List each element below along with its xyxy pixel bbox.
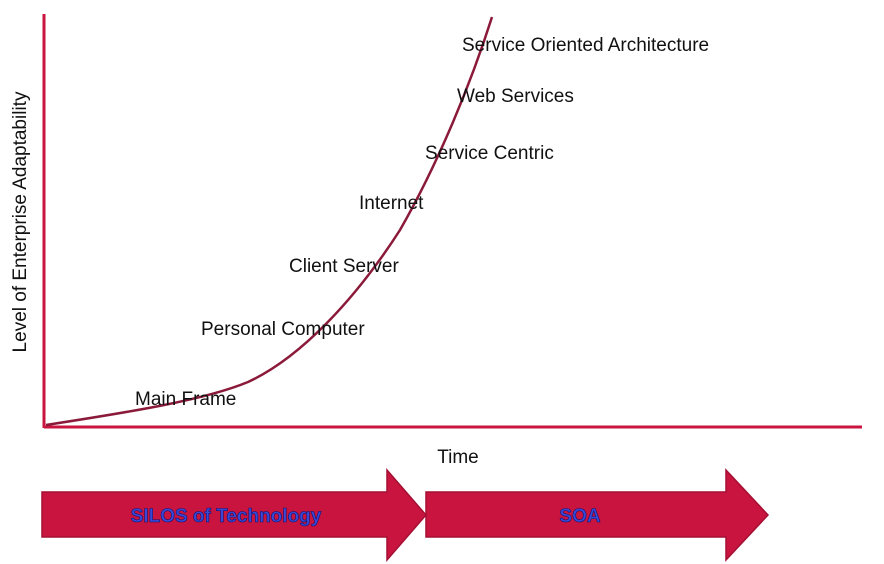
stage-label-soa-full: Service Oriented Architecture [462,35,709,56]
soa-arrow [425,468,770,562]
silos-arrow [41,467,427,563]
stage-label-internet: Internet [359,193,424,214]
stage-label-service-centric: Service Centric [425,143,554,164]
stage-label-personal-computer: Personal Computer [201,319,365,340]
silos-arrow-label: SILOS of Technology [131,506,322,527]
stage-label-web-services: Web Services [457,86,574,107]
stage-label-client-server: Client Server [289,256,399,277]
adaptability-curve [45,16,494,427]
y-axis-label: Level of Enterprise Adaptability [10,91,31,352]
stage-label-main-frame: Main Frame [135,389,236,410]
soa-arrow-label: SOA [559,506,600,527]
x-axis-label: Time [437,447,479,468]
